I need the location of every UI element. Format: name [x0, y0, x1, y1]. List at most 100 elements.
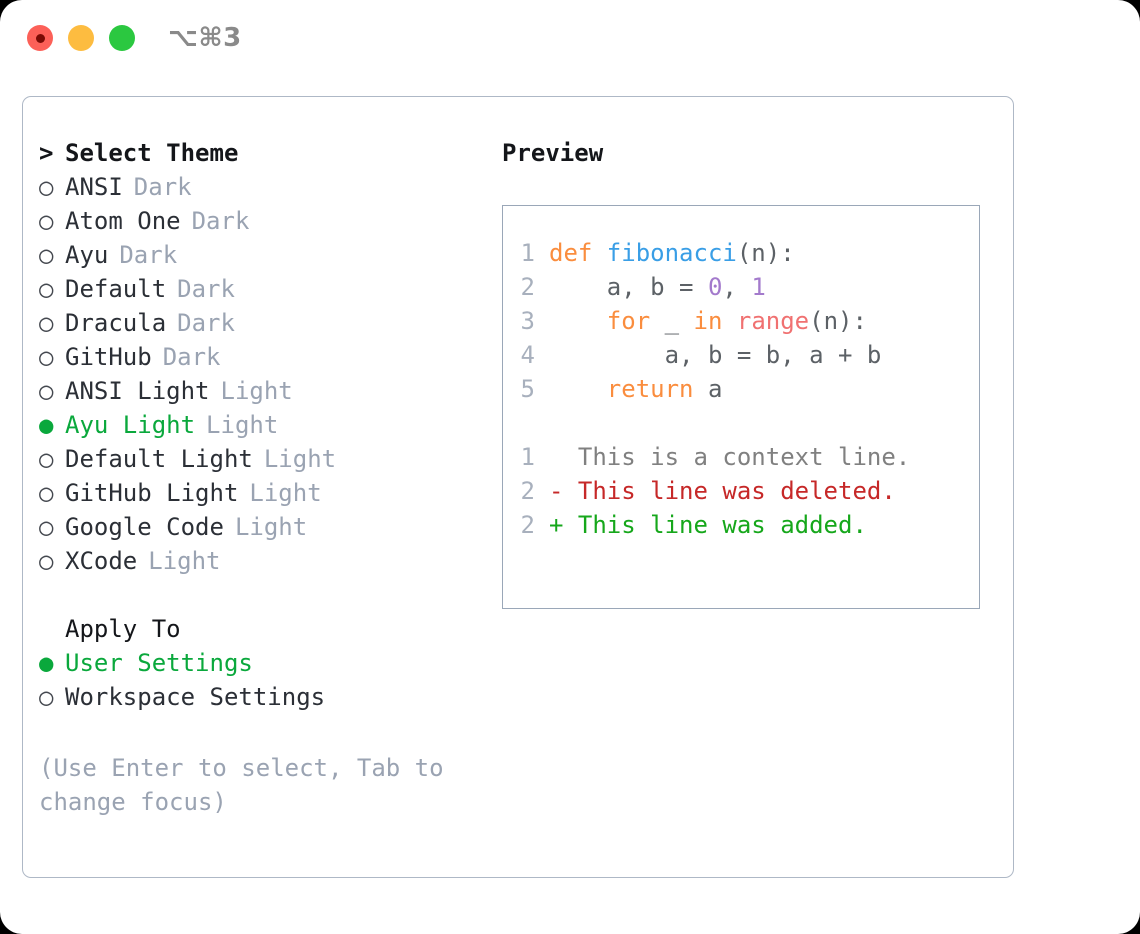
theme-option-label: XCode [65, 547, 138, 575]
shortcut-label: ⌥⌘3 [168, 23, 242, 53]
token-pl: a, b = b, a + b [549, 341, 882, 369]
diff-text: - This line was deleted. [549, 474, 896, 508]
radio-unselected-icon: ○ [39, 683, 54, 711]
diff-text: This is a context line. [549, 440, 910, 474]
theme-variant-tag: Light [249, 479, 322, 507]
select-theme-header: > Select Theme [39, 139, 469, 173]
radio-unselected-icon: ○ [39, 479, 54, 507]
close-button[interactable] [27, 25, 53, 51]
apply-to-option-user-settings[interactable]: ● User Settings [39, 649, 469, 683]
theme-variant-tag: Dark [119, 241, 178, 269]
theme-option-github-light[interactable]: ○ GitHub Light Light [39, 479, 469, 513]
theme-variant-tag: Light [148, 547, 221, 575]
token-kw: def [549, 239, 607, 267]
apply-to-spacer: ○ [39, 617, 65, 641]
token-kw: in [693, 307, 723, 335]
radio-unselected-icon: ○ [39, 207, 54, 235]
apply-to-options-list: ● User Settings ○ Workspace Settings [39, 649, 469, 717]
token-pl [722, 307, 736, 335]
theme-option-default-light[interactable]: ○ Default Light Light [39, 445, 469, 479]
theme-variant-tag: Dark [191, 207, 250, 235]
token-kw: return [606, 375, 694, 403]
token-pl: , [722, 273, 752, 301]
radio-unselected-icon: ○ [39, 343, 54, 371]
diff-line-add: 2 + This line was added. [503, 508, 979, 542]
diff-content: This line was deleted. [563, 477, 896, 505]
code-text: a, b = b, a + b [549, 338, 882, 372]
radio-unselected-icon: ○ [39, 241, 54, 269]
radio-selected-icon: ● [39, 649, 54, 677]
radio-unselected-icon: ○ [39, 513, 54, 541]
diff-line-ctx: 1 This is a context line. [503, 440, 979, 474]
record-dot-icon [35, 33, 45, 43]
line-number: 2 [520, 511, 535, 539]
keyboard-hint-text: (Use Enter to select, Tab to change focu… [39, 754, 444, 816]
maximize-button[interactable] [109, 25, 135, 51]
line-number: 1 [520, 443, 535, 471]
minimize-button[interactable] [68, 25, 94, 51]
code-text: def fibonacci(n): [549, 236, 795, 270]
line-number: 4 [520, 341, 535, 369]
diff-sign: + [549, 511, 564, 539]
token-fn: fibonacci [606, 239, 737, 267]
apply-to-option-workspace-settings[interactable]: ○ Workspace Settings [39, 683, 469, 717]
radio-unselected-icon: ○ [39, 173, 54, 201]
theme-option-label: Ayu [65, 241, 109, 269]
token-num: 0 [707, 273, 723, 301]
title-bar: ⌥⌘3 [0, 0, 1140, 78]
theme-variant-tag: Light [263, 445, 337, 473]
code-line: 4 a, b = b, a + b [503, 338, 979, 372]
diff-text: + This line was added. [549, 508, 867, 542]
token-pl: a [693, 375, 723, 403]
theme-variant-tag: Light [234, 513, 308, 541]
preview-spacer [503, 406, 979, 440]
line-number: 1 [520, 239, 535, 267]
diff-content: This is a context line. [563, 443, 911, 471]
theme-option-atom-one[interactable]: ○ Atom One Dark [39, 207, 469, 241]
code-line: 1 def fibonacci(n): [503, 236, 979, 270]
theme-option-label: Ayu Light [65, 411, 196, 439]
apply-to-option-label: Workspace Settings [65, 683, 326, 711]
theme-option-label: Default [65, 275, 167, 303]
token-pl [549, 307, 607, 335]
token-pl: (n): [809, 307, 867, 335]
theme-option-label: Default Light [65, 445, 253, 473]
token-kw: for [606, 307, 651, 335]
theme-option-label: Dracula [65, 309, 167, 337]
theme-option-ayu[interactable]: ○ Ayu Dark [39, 241, 469, 275]
theme-option-label: GitHub [65, 343, 152, 371]
code-text: a, b = 0, 1 [549, 270, 766, 304]
diff-sign: - [549, 477, 564, 505]
diff-line-del: 2- This line was deleted. [503, 474, 979, 508]
select-theme-title: Select Theme [65, 139, 239, 167]
token-pl: a, b = [549, 273, 708, 301]
radio-unselected-icon: ○ [39, 309, 54, 337]
diff-content: This line was added. [563, 511, 867, 539]
token-num: 1 [751, 273, 766, 301]
theme-option-label: Atom One [65, 207, 181, 235]
code-text: return a [549, 372, 723, 406]
diff-sample: 1 This is a context line.2- This line wa… [503, 440, 979, 542]
theme-variant-tag: Dark [133, 173, 192, 201]
preview-title: Preview [502, 139, 604, 167]
radio-unselected-icon: ○ [39, 445, 54, 473]
radio-unselected-icon: ○ [39, 377, 54, 405]
diff-sign [549, 443, 563, 471]
token-pl: _ [650, 307, 694, 335]
apply-to-header: ○ Apply To [39, 615, 469, 649]
code-line: 3 for _ in range(n): [503, 304, 979, 338]
apply-to-option-label: User Settings [65, 649, 253, 677]
theme-option-label: GitHub Light [65, 479, 239, 507]
